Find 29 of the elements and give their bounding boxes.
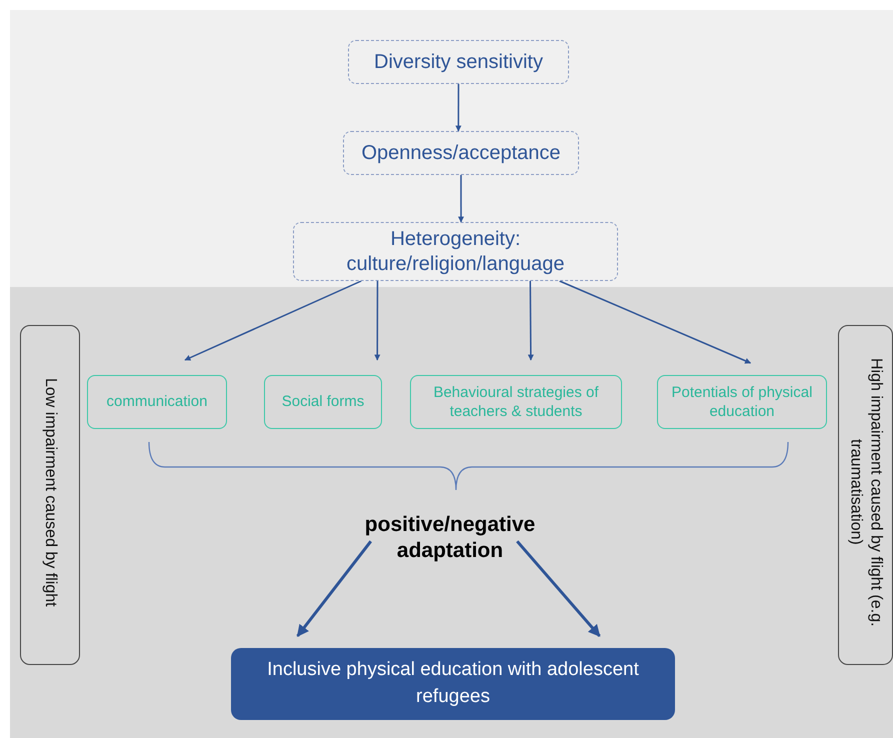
process-box — [348, 40, 569, 84]
arrow — [455, 84, 462, 132]
arrow — [516, 540, 601, 637]
box-label: Heterogeneity: culture/religion/language — [346, 226, 566, 276]
arrow — [458, 175, 464, 223]
factor-box — [410, 375, 622, 429]
box-label: Openness/acceptance — [361, 140, 561, 166]
outcome-box — [231, 648, 675, 720]
process-box — [293, 222, 618, 281]
process-box — [343, 131, 579, 175]
side-box — [838, 325, 893, 665]
box-label: Social forms — [282, 392, 364, 412]
side-box — [20, 325, 80, 665]
box-label: Diversity sensitivity — [374, 50, 543, 74]
box-label: communication — [106, 392, 208, 412]
box-label: Low impairment caused by flight — [41, 376, 60, 608]
arrow — [528, 281, 534, 361]
adaptation-text: positive/negative adaptation — [364, 512, 536, 564]
box-label: Potentials of physical education — [670, 382, 814, 422]
box-label: Inclusive physical education with adolescent refugees — [266, 658, 640, 709]
arrow — [559, 280, 752, 364]
arrow — [184, 280, 362, 361]
box-label: High impairment caused by flight (e.g. traumatisation) — [846, 356, 886, 628]
factor-box — [87, 375, 227, 429]
arrow — [296, 540, 372, 637]
factor-box — [657, 375, 827, 429]
factor-box — [264, 375, 382, 429]
arrow — [374, 281, 380, 361]
box-label: Behavioural strategies of teachers & students — [432, 382, 600, 422]
